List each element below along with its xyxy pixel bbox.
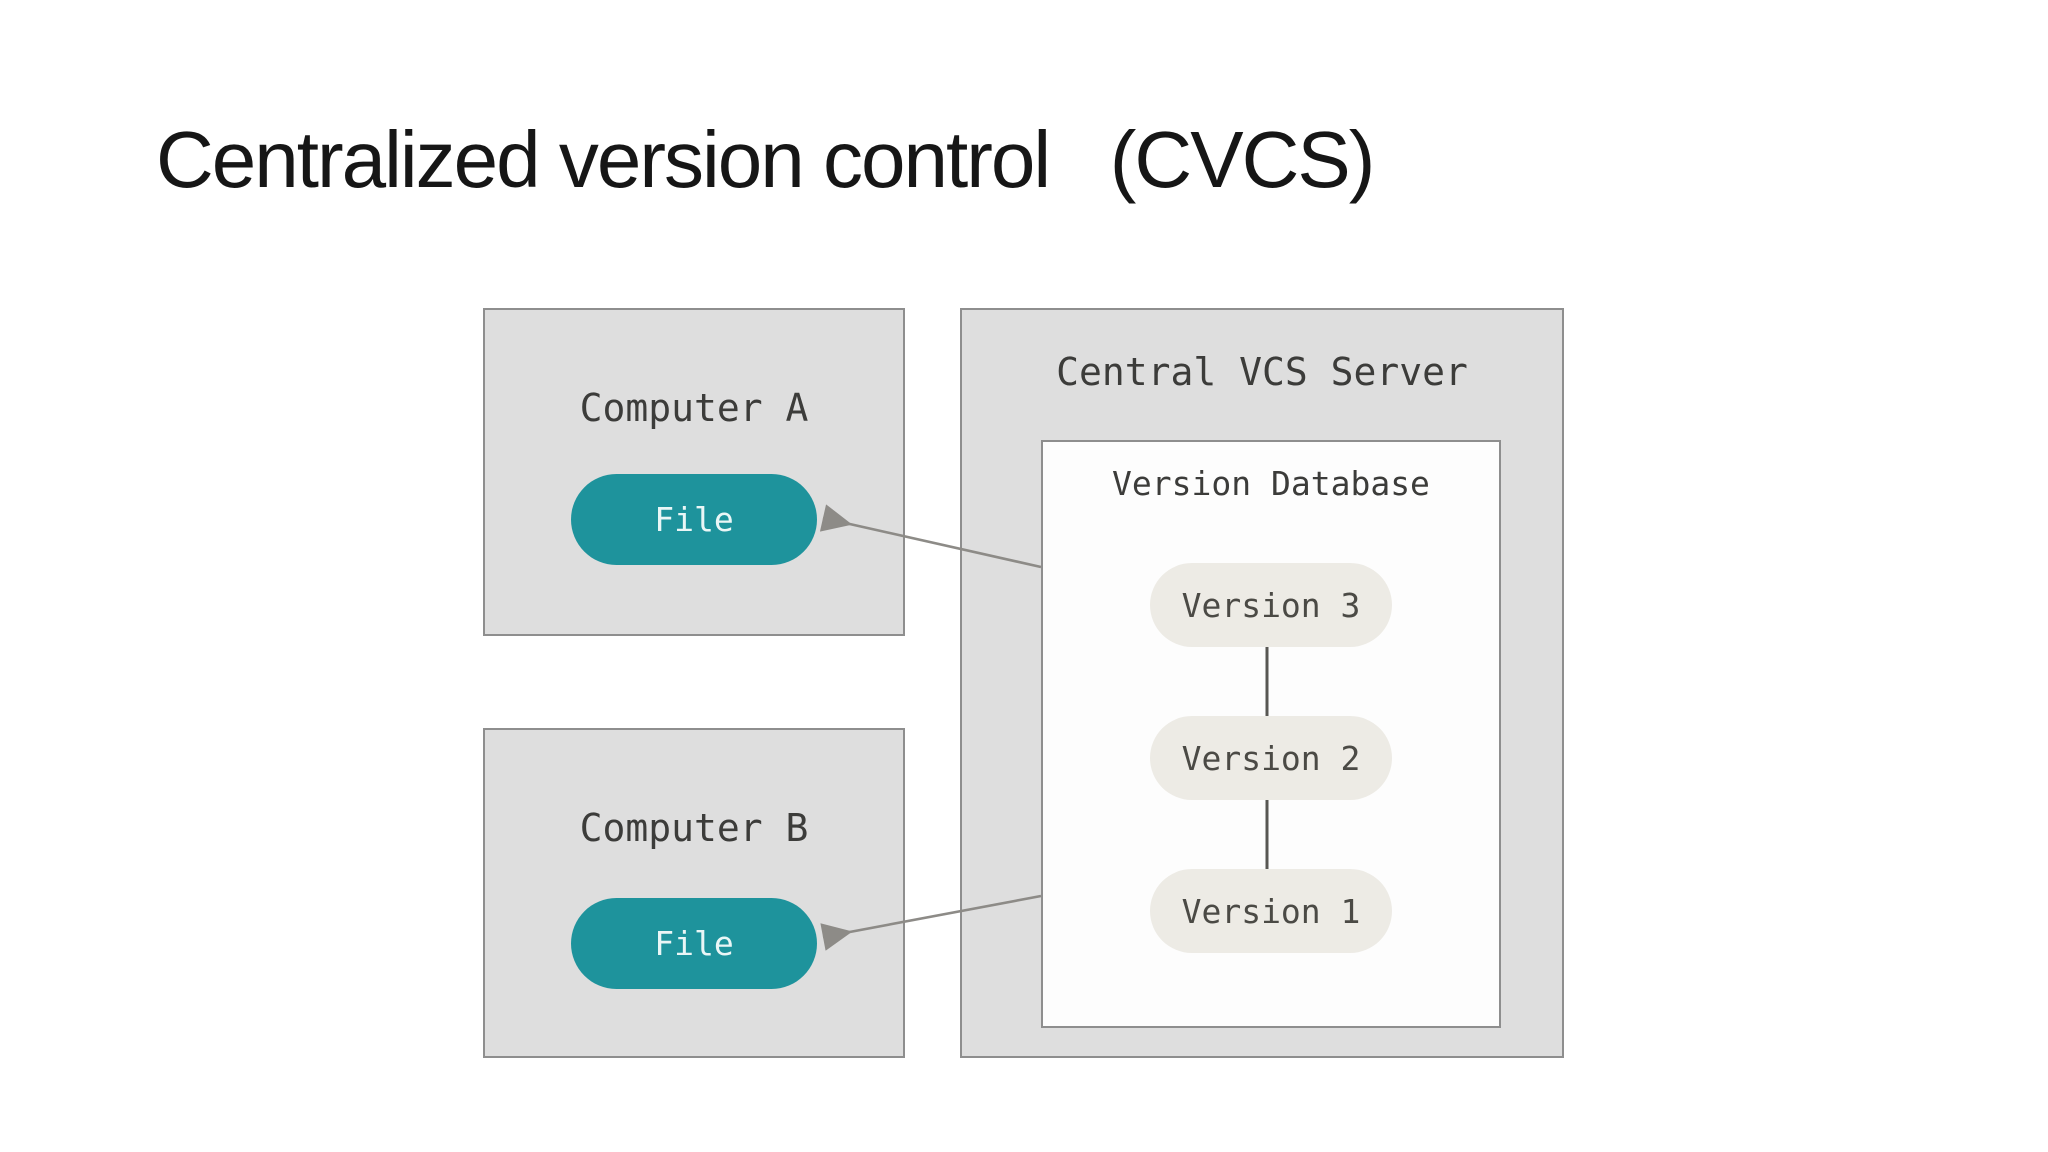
version-1-pill: Version 1 — [1150, 869, 1392, 953]
computer-a-file-pill: File — [571, 474, 817, 565]
computer-a-box: Computer A File — [483, 308, 905, 636]
central-vcs-server-box: Central VCS Server Version Database Vers… — [960, 308, 1564, 1058]
version-database-box: Version Database Version 3 Version 2 Ver… — [1041, 440, 1501, 1028]
computer-a-label: Computer A — [579, 386, 809, 430]
computer-b-label: Computer B — [579, 806, 809, 850]
computer-b-box: Computer B File — [483, 728, 905, 1058]
version-3-pill: Version 3 — [1150, 563, 1392, 647]
slide-title: Centralized version control (CVCS) — [156, 115, 1375, 204]
central-vcs-server-label: Central VCS Server — [1056, 350, 1468, 394]
computer-b-file-pill: File — [571, 898, 817, 989]
version-database-label: Version Database — [1112, 464, 1430, 503]
version-2-pill: Version 2 — [1150, 716, 1392, 800]
